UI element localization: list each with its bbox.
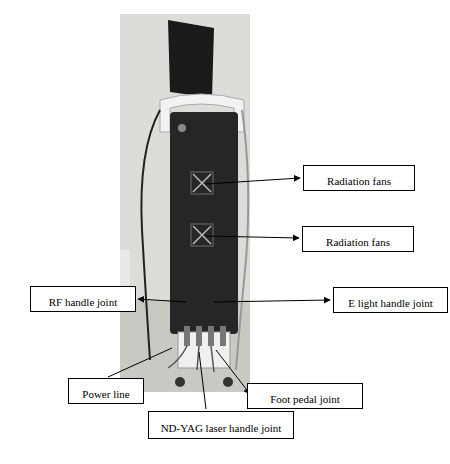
callout-box: Radiation fans: [303, 165, 415, 191]
callout-label: Foot pedal joint: [270, 393, 340, 406]
device-logo: [178, 124, 186, 132]
fan-symbol: [191, 172, 213, 246]
device-cable: [168, 346, 214, 372]
handle-joints: [184, 326, 226, 346]
callout-box: ND-YAG laser handle joint: [148, 411, 294, 439]
leader-line: [108, 178, 330, 409]
callout-box: Radiation fans: [302, 226, 414, 252]
callout-label: Radiation fans: [326, 236, 390, 249]
device-wheel: [223, 377, 233, 387]
photo-wall: [120, 14, 250, 392]
callout-label: Radiation fans: [327, 175, 391, 188]
device-screen: [168, 20, 214, 98]
callout-label: ND-YAG laser handle joint: [161, 422, 282, 435]
callout-label: Power line: [82, 388, 129, 401]
device-wheel: [175, 377, 185, 387]
callout-label: E light handle joint: [348, 297, 433, 310]
callout-box: E light handle joint: [333, 287, 448, 313]
callout-box: RF handle joint: [30, 286, 136, 312]
callout-box: Power line: [68, 378, 144, 404]
callout-label: RF handle joint: [49, 296, 117, 309]
device-cable: [141, 110, 160, 360]
device-panel: [170, 112, 238, 334]
callout-box: Foot pedal joint: [247, 383, 363, 409]
